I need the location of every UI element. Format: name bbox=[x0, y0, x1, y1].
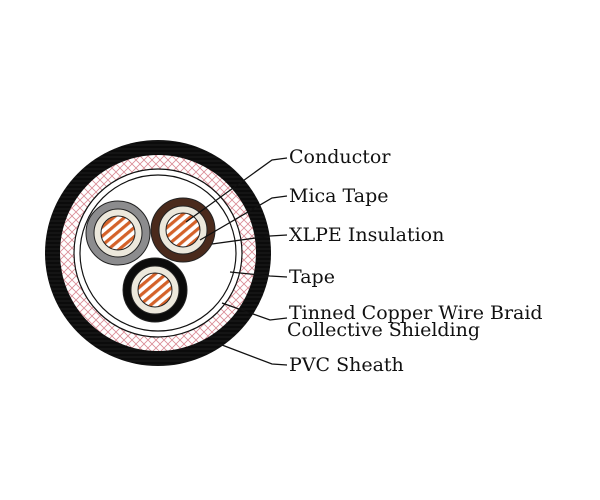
label-xlpe-insulation: XLPE Insulation bbox=[289, 224, 445, 246]
label-braid-line1: Tinned Copper Wire Braid bbox=[289, 302, 543, 324]
core-brown bbox=[150, 197, 216, 263]
label-tape: Tape bbox=[289, 266, 335, 288]
core-black bbox=[122, 257, 188, 323]
label-mica-tape: Mica Tape bbox=[289, 185, 389, 207]
label-conductor: Conductor bbox=[289, 146, 391, 168]
core-gray bbox=[85, 200, 151, 266]
label-braid-line2: Collective Shielding bbox=[287, 319, 481, 341]
leader-lines bbox=[185, 157, 288, 366]
label-pvc-sheath: PVC Sheath bbox=[289, 354, 404, 376]
